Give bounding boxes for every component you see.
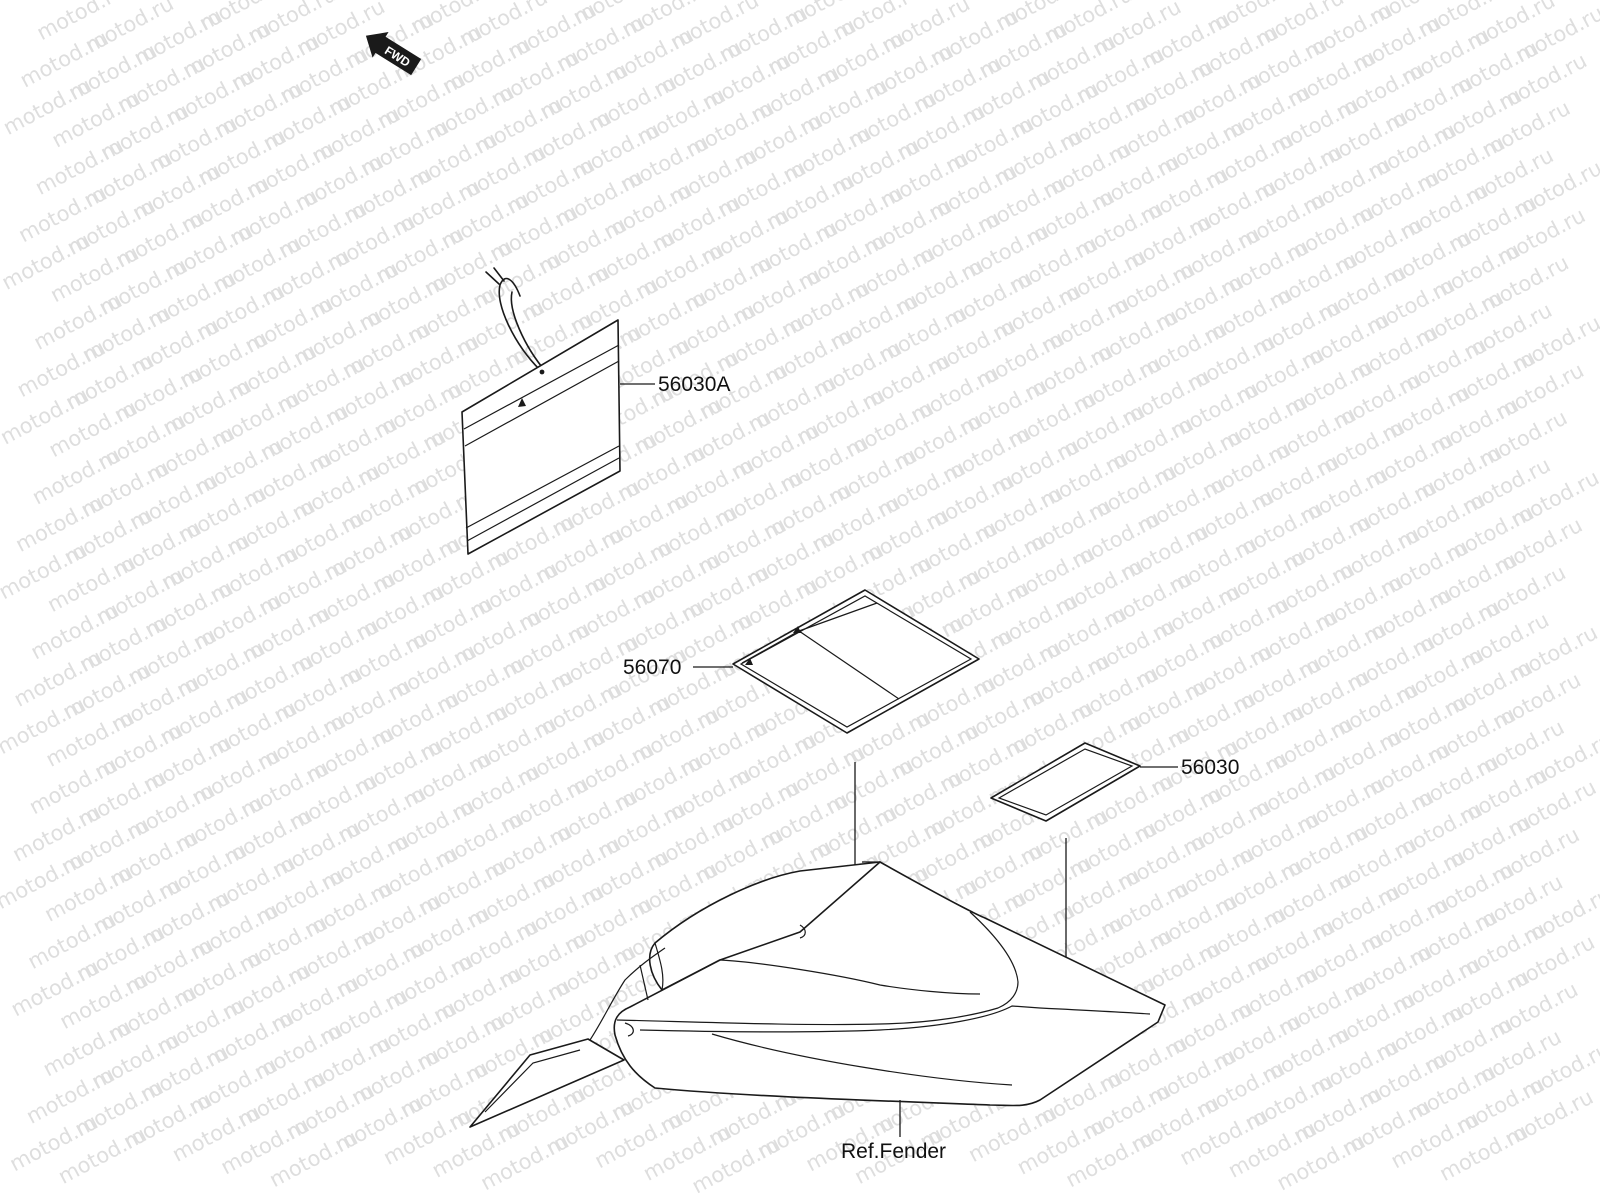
reference-fender (469, 861, 1166, 1137)
part-56030a-hang-tag (461, 267, 655, 555)
callout-56030: 56030 (1181, 756, 1239, 779)
forward-arrow-icon: FWD (365, 32, 422, 76)
fwd-direction-marker: FWD (365, 32, 422, 76)
part-56070-label (693, 589, 980, 910)
callout-56070: 56070 (623, 656, 681, 679)
callout-56030a: 56030A (658, 373, 730, 396)
callout-ref-fender: Ref.Fender (841, 1140, 946, 1163)
